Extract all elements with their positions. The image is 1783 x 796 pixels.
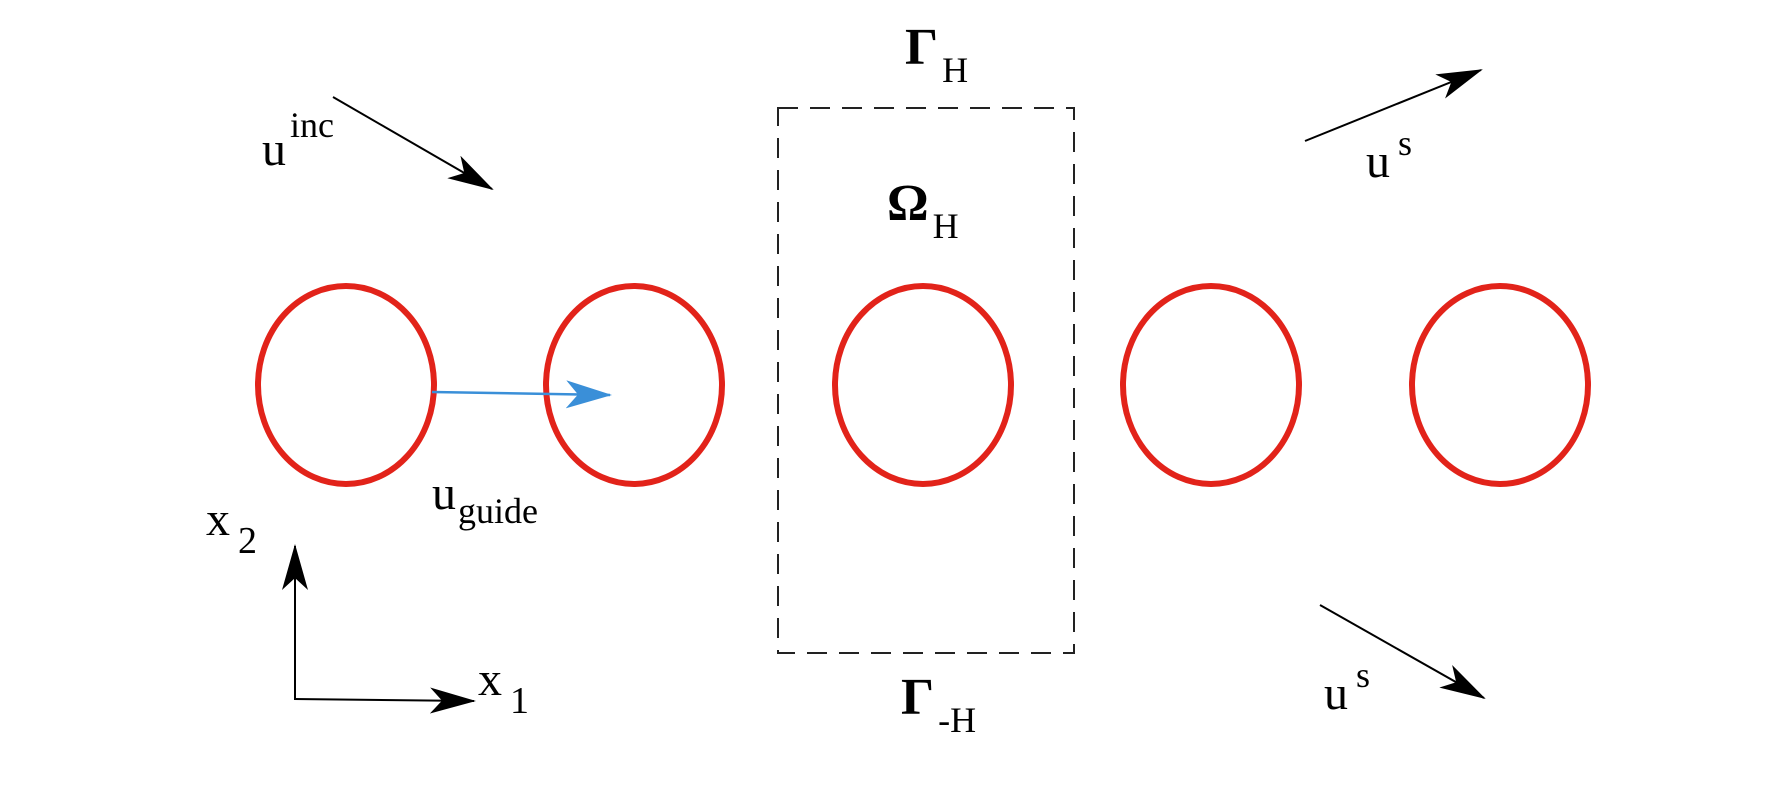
scattered-wave-arrow-down — [1319, 604, 1486, 699]
scatterer-ellipse-1 — [255, 283, 437, 487]
guide-wave-label: uguide — [432, 467, 538, 531]
incident-wave-arrow — [332, 96, 494, 191]
gamma-minus-h-label: Γ-H — [901, 669, 977, 740]
scatterer-ellipse-2 — [543, 283, 725, 487]
x1-axis-arrow — [293, 687, 476, 714]
scatterer-ellipse-4 — [1120, 283, 1302, 487]
scatterer-ellipse-3 — [832, 283, 1014, 487]
omega-h-domain-boundary — [777, 107, 1075, 654]
guide-wave-arrow — [431, 380, 612, 409]
scatterer-ellipse-5 — [1409, 283, 1591, 487]
scattered-wave-arrow-up — [1304, 69, 1483, 142]
